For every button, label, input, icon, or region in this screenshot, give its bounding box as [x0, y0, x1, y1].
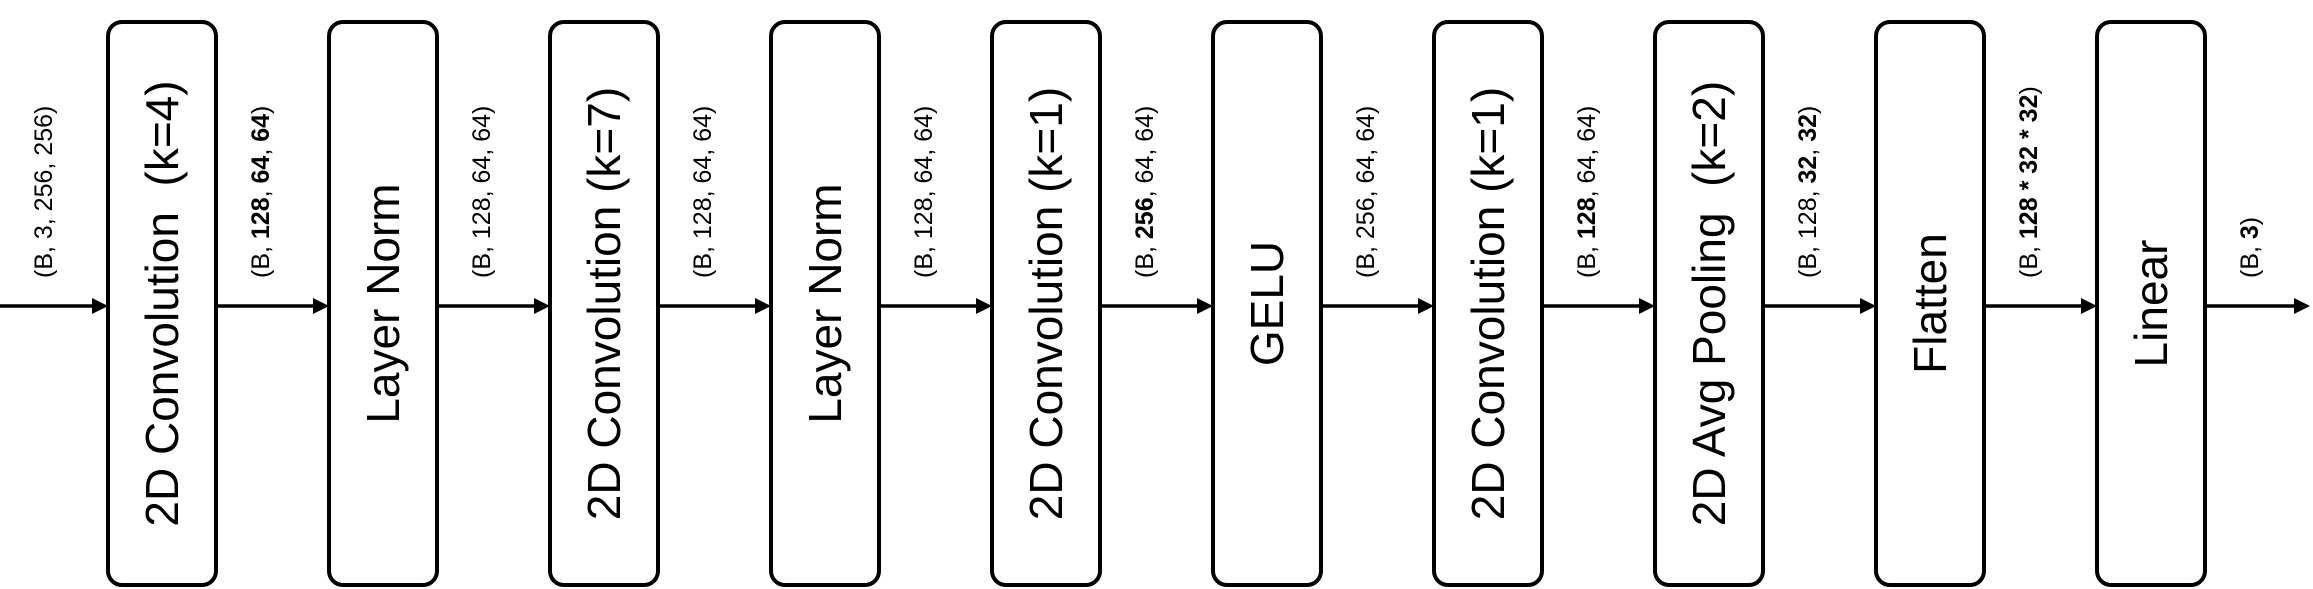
arrow-0-head — [92, 298, 108, 314]
layer-block-box — [106, 20, 218, 587]
tensor-shape-part: ) — [247, 106, 275, 114]
tensor-shape-part: 256 — [1131, 197, 1159, 239]
shape-labels-layer: (B, 3, 256, 256)(B, 128, 64, 64)(B, 128,… — [30, 86, 2264, 278]
arrow-8-head — [1860, 298, 1876, 314]
tensor-shape-part: (B, 128, 64, 64) — [910, 106, 938, 278]
arrow-7 — [1542, 298, 1655, 314]
layer-block-label: 2D Convolution (k=1) — [1462, 87, 1514, 520]
tensor-shape-part: (B, 128, — [1794, 184, 1822, 279]
tensor-shape-label-0: (B, 3, 256, 256) — [30, 106, 58, 278]
arrow-7-head — [1639, 298, 1655, 314]
layer-block-box — [327, 20, 439, 587]
layer-block-2: Layer Norm — [327, 20, 439, 587]
layer-block-label: Flatten — [1904, 233, 1956, 374]
layer-block-8: 2D Avg Pooling (k=2) — [1653, 20, 1765, 587]
tensor-shape-part: (B, — [1573, 239, 1601, 278]
tensor-shape-part: 32 — [1794, 156, 1822, 184]
tensor-shape-part: (B, 256, 64, 64) — [1352, 106, 1380, 278]
arrow-10-head — [2294, 298, 2310, 314]
arrow-6-head — [1418, 298, 1434, 314]
arrow-4 — [879, 298, 992, 314]
layer-block-7: 2D Convolution (k=1) — [1432, 20, 1544, 587]
tensor-shape-part: 128 * 32 * 32 — [2015, 95, 2043, 240]
arrow-9-head — [2081, 298, 2097, 314]
tensor-shape-part: 3 — [2236, 225, 2264, 239]
layer-block-label: Linear — [2125, 240, 2177, 368]
layer-block-box — [769, 20, 881, 587]
layer-block-label: 2D Convolution (k=1) — [1020, 87, 1072, 520]
arrow-2 — [437, 298, 550, 314]
layer-block-label: 2D Convolution (k=4) — [136, 80, 188, 526]
layer-block-9: Flatten — [1874, 20, 1986, 587]
layer-block-label: 2D Convolution (k=7) — [578, 87, 630, 520]
tensor-shape-label-1: (B, 128, 64, 64) — [247, 106, 275, 278]
tensor-shape-label-8: (B, 128, 32, 32) — [1794, 106, 1822, 278]
layer-block-1: 2D Convolution (k=4) — [106, 20, 218, 587]
tensor-shape-label-10: (B, 3) — [2236, 217, 2264, 278]
arrow-5-head — [1197, 298, 1213, 314]
tensor-shape-part: (B, — [247, 239, 275, 278]
arrow-1 — [216, 298, 329, 314]
tensor-shape-part: (B, 128, 64, 64) — [689, 106, 717, 278]
tensor-shape-part: , — [247, 142, 275, 156]
tensor-shape-label-7: (B, 128, 64, 64) — [1573, 106, 1601, 278]
arrow-3-head — [755, 298, 771, 314]
arrow-10 — [2205, 298, 2310, 314]
tensor-shape-part: 128 — [247, 197, 275, 239]
tensor-shape-label-4: (B, 128, 64, 64) — [910, 106, 938, 278]
tensor-shape-part: , — [247, 183, 275, 197]
arrow-9 — [1984, 298, 2097, 314]
blocks-layer: 2D Convolution (k=4) Layer Norm 2D Convolu… — [106, 20, 2207, 587]
arrow-4-head — [976, 298, 992, 314]
arrow-8 — [1763, 298, 1876, 314]
tensor-shape-part: , 64, 64) — [1131, 106, 1159, 198]
layer-block-label: Layer Norm — [357, 183, 409, 423]
arrow-5 — [1100, 298, 1213, 314]
layer-block-5: 2D Convolution (k=1) — [990, 20, 1102, 587]
layer-block-label: GELU — [1241, 241, 1293, 366]
tensor-shape-part: , — [1794, 142, 1822, 156]
tensor-shape-part: (B, — [1131, 239, 1159, 278]
layer-block-box — [548, 20, 660, 587]
layer-block-box — [990, 20, 1102, 587]
tensor-shape-part: (B, 128, 64, 64) — [468, 106, 496, 278]
layer-block-10: Linear — [2095, 20, 2207, 587]
tensor-shape-part: (B, — [2015, 239, 2043, 278]
tensor-shape-part: (B, 3, 256, 256) — [30, 106, 58, 278]
arrow-6 — [1321, 298, 1434, 314]
layer-block-6: GELU — [1211, 20, 1323, 587]
tensor-shape-label-3: (B, 128, 64, 64) — [689, 106, 717, 278]
arrow-2-head — [534, 298, 550, 314]
tensor-shape-label-6: (B, 256, 64, 64) — [1352, 106, 1380, 278]
layer-block-box — [1874, 20, 1986, 587]
tensor-shape-part: ) — [2236, 217, 2264, 225]
tensor-shape-part: (B, — [2236, 239, 2264, 278]
tensor-shape-label-2: (B, 128, 64, 64) — [468, 106, 496, 278]
tensor-shape-part: 128 — [1573, 197, 1601, 239]
arrow-3 — [658, 298, 771, 314]
tensor-shape-part: ) — [2015, 86, 2043, 94]
layer-block-box — [1432, 20, 1544, 587]
layer-block-label: Layer Norm — [799, 183, 851, 423]
layer-block-box — [2095, 20, 2207, 587]
layer-block-box — [1653, 20, 1765, 587]
layer-block-box — [1211, 20, 1323, 587]
arrows-layer — [0, 298, 2310, 314]
tensor-shape-part: 64 — [247, 156, 275, 184]
tensor-shape-part: 32 — [1794, 114, 1822, 142]
arrow-0 — [0, 298, 108, 314]
layer-block-3: 2D Convolution (k=7) — [548, 20, 660, 587]
tensor-shape-part: 64 — [247, 114, 275, 142]
layer-block-4: Layer Norm — [769, 20, 881, 587]
tensor-shape-label-9: (B, 128 * 32 * 32) — [2015, 86, 2043, 278]
tensor-shape-part: ) — [1794, 106, 1822, 114]
arrow-1-head — [313, 298, 329, 314]
tensor-shape-label-5: (B, 256, 64, 64) — [1131, 106, 1159, 278]
tensor-shape-part: , 64, 64) — [1573, 106, 1601, 198]
layer-block-label: 2D Avg Pooling (k=2) — [1683, 81, 1735, 526]
